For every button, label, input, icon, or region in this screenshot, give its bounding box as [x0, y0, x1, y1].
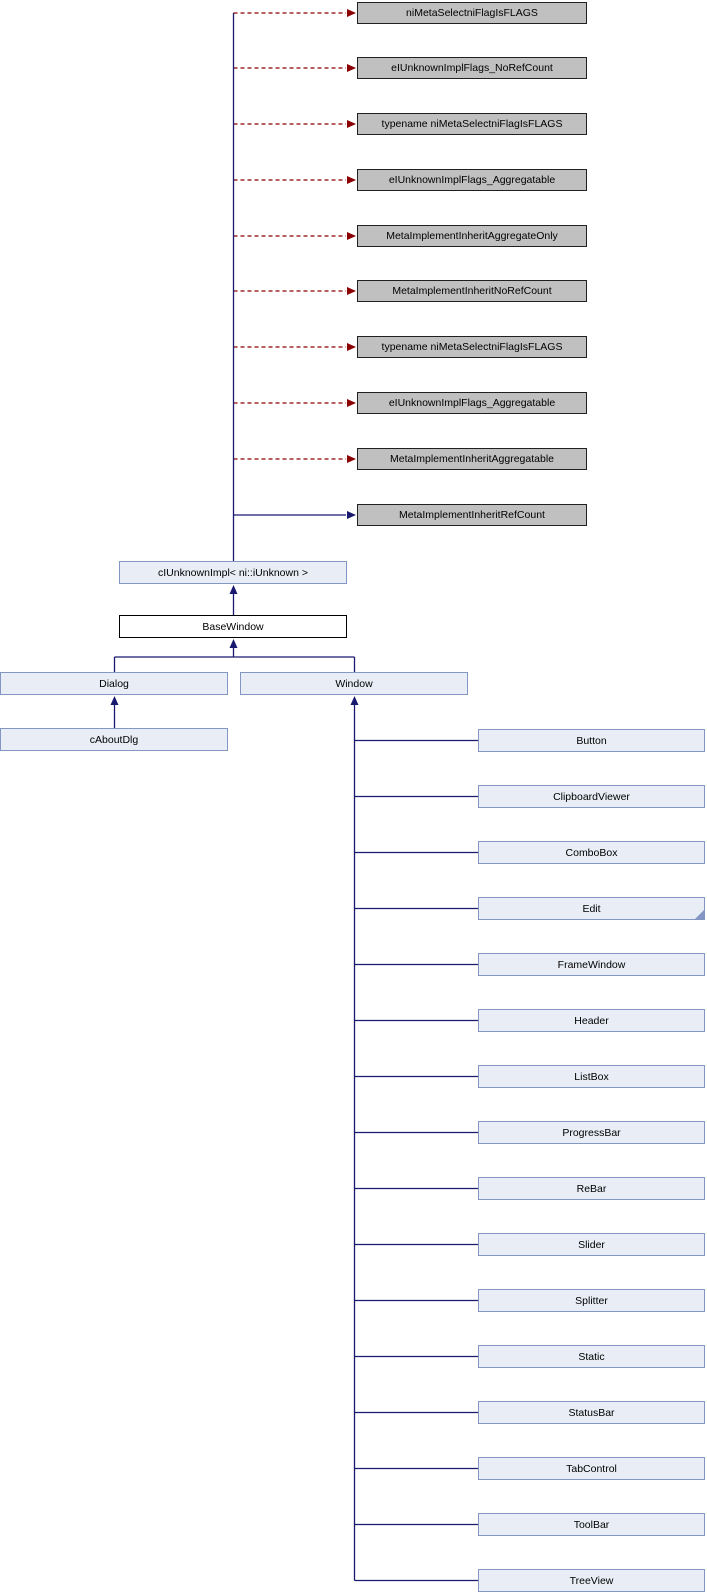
- node-toolbar[interactable]: ToolBar: [478, 1513, 705, 1536]
- inheritance-edges: [113, 13, 478, 1582]
- node-header[interactable]: Header: [478, 1009, 705, 1032]
- node-progressbar[interactable]: ProgressBar: [478, 1121, 705, 1144]
- node-tabcontrol[interactable]: TabControl: [478, 1457, 705, 1480]
- truncated-corner-icon: [695, 910, 704, 919]
- node-button[interactable]: Button: [478, 729, 705, 752]
- node-metaimplementinherit-refcount: MetaImplementInheritRefCount: [357, 504, 587, 526]
- node-caboutdlg[interactable]: cAboutDlg: [0, 728, 228, 751]
- node-eiunknownimplflags-aggregatable-1: eIUnknownImplFlags_Aggregatable: [357, 169, 587, 191]
- node-edit-label: Edit: [582, 902, 601, 915]
- node-rebar[interactable]: ReBar: [478, 1177, 705, 1200]
- node-nimetaselectniflagisflags-1: niMetaSelectniFlagIsFLAGS: [357, 2, 587, 24]
- node-static[interactable]: Static: [478, 1345, 705, 1368]
- node-metaimplementinherit-norefcount: MetaImplementInheritNoRefCount: [357, 280, 587, 302]
- node-statusbar[interactable]: StatusBar: [478, 1401, 705, 1424]
- node-ciunknownimpl[interactable]: cIUnknownImpl< ni::iUnknown >: [119, 561, 347, 584]
- node-slider[interactable]: Slider: [478, 1233, 705, 1256]
- node-dialog[interactable]: Dialog: [0, 672, 228, 695]
- node-clipboardviewer[interactable]: ClipboardViewer: [478, 785, 705, 808]
- node-metaimplementinherit-aggregateonly: MetaImplementInheritAggregateOnly: [357, 225, 587, 247]
- node-framewindow[interactable]: FrameWindow: [478, 953, 705, 976]
- node-edit[interactable]: Edit: [478, 897, 705, 920]
- node-splitter[interactable]: Splitter: [478, 1289, 705, 1312]
- node-combobox[interactable]: ComboBox: [478, 841, 705, 864]
- node-eiunknownimplflags-norefcount: eIUnknownImplFlags_NoRefCount: [357, 57, 587, 79]
- node-typename-nimetaselect-1: typename niMetaSelectniFlagIsFLAGS: [357, 113, 587, 135]
- template-relation-arrowheads: [347, 9, 356, 463]
- node-typename-nimetaselect-2: typename niMetaSelectniFlagIsFLAGS: [357, 336, 587, 358]
- node-window[interactable]: Window: [240, 672, 468, 695]
- node-treeview[interactable]: TreeView: [478, 1569, 705, 1592]
- template-relation-edges: [233, 12, 346, 460]
- node-eiunknownimplflags-aggregatable-2: eIUnknownImplFlags_Aggregatable: [357, 392, 587, 414]
- node-metaimplementinherit-aggregatable: MetaImplementInheritAggregatable: [357, 448, 587, 470]
- node-listbox[interactable]: ListBox: [478, 1065, 705, 1088]
- node-basewindow: BaseWindow: [119, 615, 347, 638]
